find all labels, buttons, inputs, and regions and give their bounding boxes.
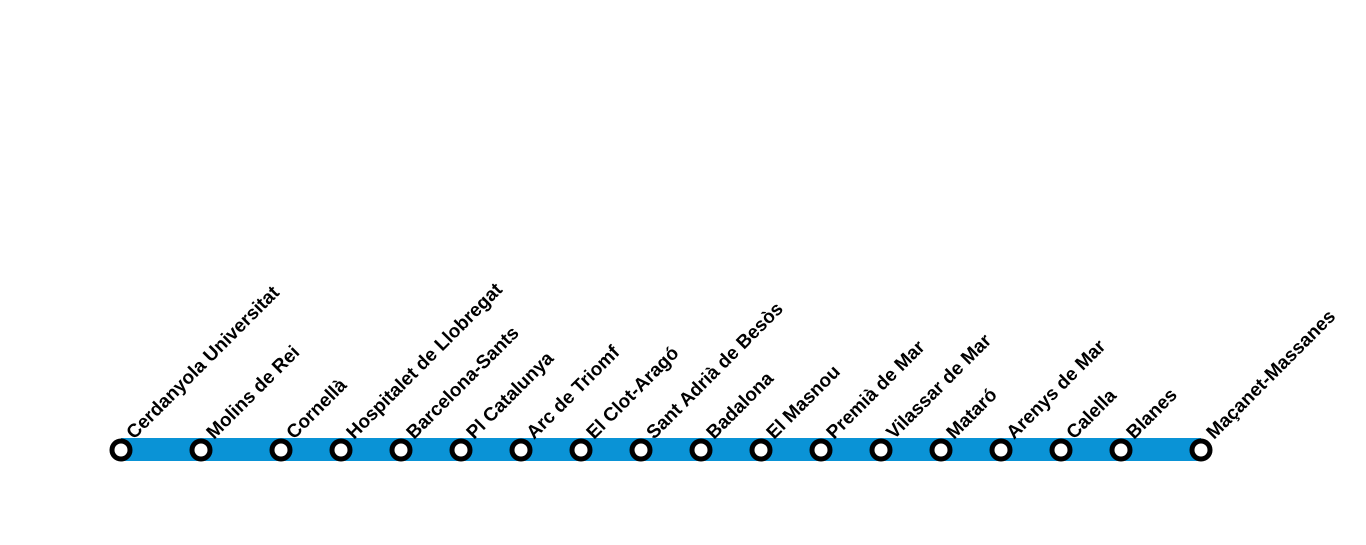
station-marker <box>989 438 1013 462</box>
station-label: Cerdanyola Universitat <box>123 282 285 444</box>
station: Cerdanyola Universitat <box>109 282 285 462</box>
station-marker <box>269 438 293 462</box>
station-marker <box>1049 438 1073 462</box>
station: Maçanet-Massanes <box>1189 306 1340 462</box>
station-marker <box>749 438 773 462</box>
station-marker <box>629 438 653 462</box>
station-marker <box>189 438 213 462</box>
station-label: Premià de Mar <box>823 336 930 443</box>
station-label: Vilassar de Mar <box>883 330 997 444</box>
station-marker <box>509 438 533 462</box>
station-marker <box>809 438 833 462</box>
station-marker <box>449 438 473 462</box>
station-marker <box>929 438 953 462</box>
station-label: Calella <box>1063 385 1121 443</box>
station-label: Arenys de Mar <box>1003 336 1111 444</box>
station-label: Blanes <box>1123 385 1182 444</box>
station-label: Cornellà <box>283 375 352 444</box>
station-marker <box>329 438 353 462</box>
station-marker <box>109 438 133 462</box>
station-marker <box>869 438 893 462</box>
station-marker <box>1189 438 1213 462</box>
station-label: Barcelona-Sants <box>403 323 524 444</box>
station-label: Maçanet-Massanes <box>1203 306 1340 443</box>
station-label: Mataró <box>943 385 1002 444</box>
station-marker <box>389 438 413 462</box>
station-marker <box>689 438 713 462</box>
station-marker <box>1109 438 1133 462</box>
station-marker <box>569 438 593 462</box>
